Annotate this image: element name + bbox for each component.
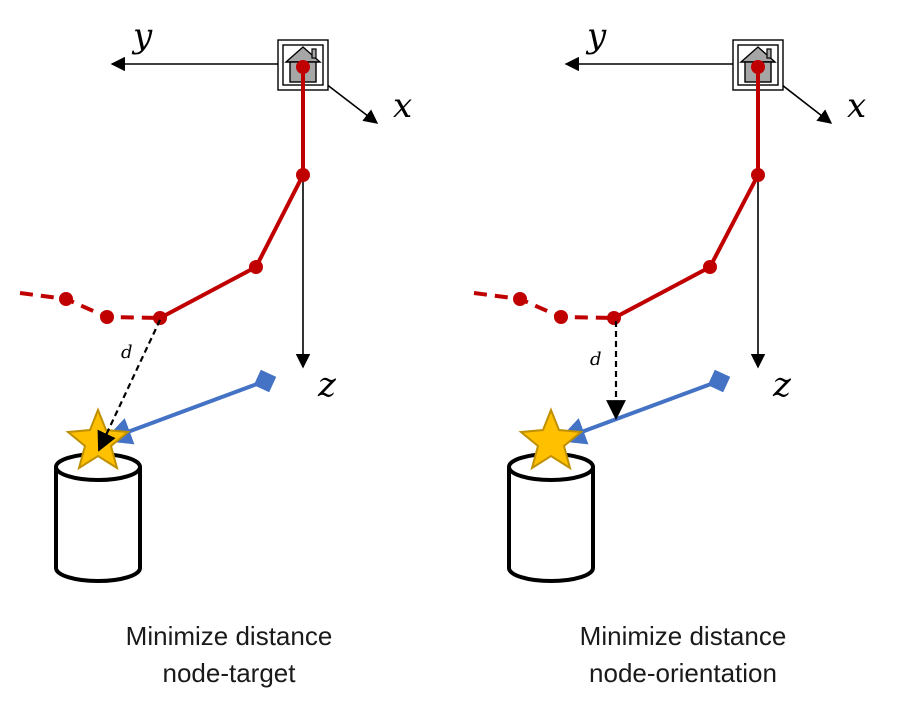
z-axis-label: z xyxy=(772,365,792,405)
arm-joint xyxy=(59,292,73,306)
caption-line-1: Minimize distance xyxy=(126,621,333,651)
x-axis-label: x xyxy=(393,86,412,126)
coordinate-frame: y x z xyxy=(110,16,412,405)
robot-arm xyxy=(473,60,765,325)
star-icon xyxy=(518,407,584,471)
caption-line-2: node-orientation xyxy=(589,658,777,688)
panel-left: y x z xyxy=(19,16,412,688)
arm-joint xyxy=(751,60,765,74)
y-axis-label: y xyxy=(131,16,153,56)
arm-joint xyxy=(249,260,263,274)
x-axis-label: x xyxy=(847,86,866,126)
panel-right: y x z xyxy=(473,16,866,688)
orientation-vector xyxy=(557,369,731,445)
arm-joint xyxy=(296,168,310,182)
cylinder-icon xyxy=(54,452,142,583)
distance-label: d xyxy=(121,342,133,363)
z-axis-label: z xyxy=(317,365,337,405)
arm-solid-segment xyxy=(613,64,760,320)
caption-line-2: node-target xyxy=(163,658,297,688)
y-axis-label: y xyxy=(585,16,607,56)
arm-solid-segment xyxy=(159,64,305,320)
arm-dashed-segment xyxy=(19,291,161,320)
arm-joint xyxy=(554,310,568,324)
arm-joint xyxy=(513,292,527,306)
arm-joint xyxy=(607,311,621,325)
arm-joint xyxy=(703,260,717,274)
arm-joint xyxy=(751,168,765,182)
cylinder-icon xyxy=(507,452,595,583)
arm-dashed-segment xyxy=(473,291,615,320)
arm-joint xyxy=(296,60,310,74)
coordinate-frame: y x z xyxy=(564,16,866,405)
robot-arm xyxy=(19,60,310,325)
distance-arrow xyxy=(97,319,161,452)
orientation-vector xyxy=(103,369,277,445)
arm-joint xyxy=(153,311,167,325)
distance-label: d xyxy=(590,349,602,370)
caption-line-1: Minimize distance xyxy=(580,621,787,651)
arm-joint xyxy=(100,310,114,324)
